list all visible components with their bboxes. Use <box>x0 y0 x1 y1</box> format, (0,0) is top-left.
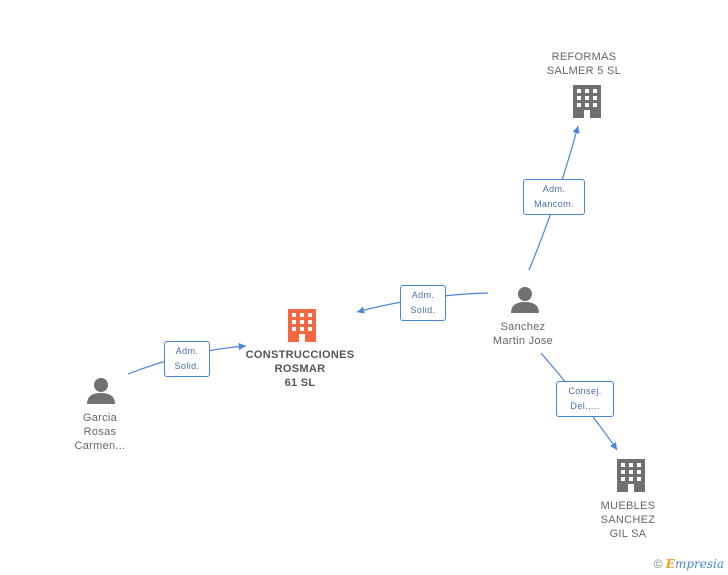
node-label-garcia[interactable]: Garcia Rosas Carmen... <box>60 411 140 453</box>
brand-initial: E <box>665 557 675 571</box>
edge-label-sanchez-reformas[interactable]: Adm. Mancom. <box>523 179 585 215</box>
edge-label-line: Consej. <box>568 386 602 396</box>
edge-label-garcia-main[interactable]: Adm. Solid. <box>164 341 210 377</box>
edge-label-line: Del.,... <box>570 401 600 411</box>
edge-label-line: Adm. <box>542 184 566 194</box>
label-line: MUEBLES <box>600 500 656 512</box>
edge-label-line: Mancom. <box>534 199 574 209</box>
building-icon <box>288 309 316 342</box>
label-line: Martin Jose <box>492 335 554 347</box>
node-label-construcciones[interactable]: CONSTRUCCIONES ROSMAR 61 SL <box>240 348 360 390</box>
label-line: Sanchez <box>500 321 546 333</box>
label-line: Carmen... <box>74 440 126 452</box>
node-label-muebles[interactable]: MUEBLES SANCHEZ GIL SA <box>588 499 668 541</box>
empresia-logo: © Empresia <box>654 557 724 571</box>
person-icon <box>87 378 115 404</box>
node-label-reformas[interactable]: REFORMAS SALMER 5 SL <box>534 50 634 78</box>
edge-label-line: Adm. <box>175 346 199 356</box>
label-line: Rosas <box>83 426 117 438</box>
label-line: SALMER 5 SL <box>546 65 622 77</box>
building-icon <box>617 459 645 492</box>
label-line: SANCHEZ <box>600 514 656 526</box>
edge-label-line: Adm. <box>411 290 435 300</box>
label-line: GIL SA <box>609 528 647 540</box>
label-line: Garcia <box>82 412 118 424</box>
copyright-symbol: © <box>653 557 663 571</box>
building-icon <box>573 85 601 118</box>
edge-label-sanchez-muebles[interactable]: Consej. Del.,... <box>556 381 614 417</box>
edge-label-sanchez-main[interactable]: Adm. Solid. <box>400 285 446 321</box>
label-line: CONSTRUCCIONES <box>245 349 355 361</box>
person-icon <box>511 287 539 313</box>
edge-label-line: Solid. <box>410 305 436 315</box>
label-line: REFORMAS <box>551 51 617 63</box>
brand-rest: mpresia <box>674 557 724 571</box>
node-label-sanchez[interactable]: Sanchez Martin Jose <box>478 320 568 348</box>
edge-label-line: Solid. <box>174 361 200 371</box>
label-line: 61 SL <box>284 377 316 389</box>
label-line: ROSMAR <box>274 363 326 375</box>
